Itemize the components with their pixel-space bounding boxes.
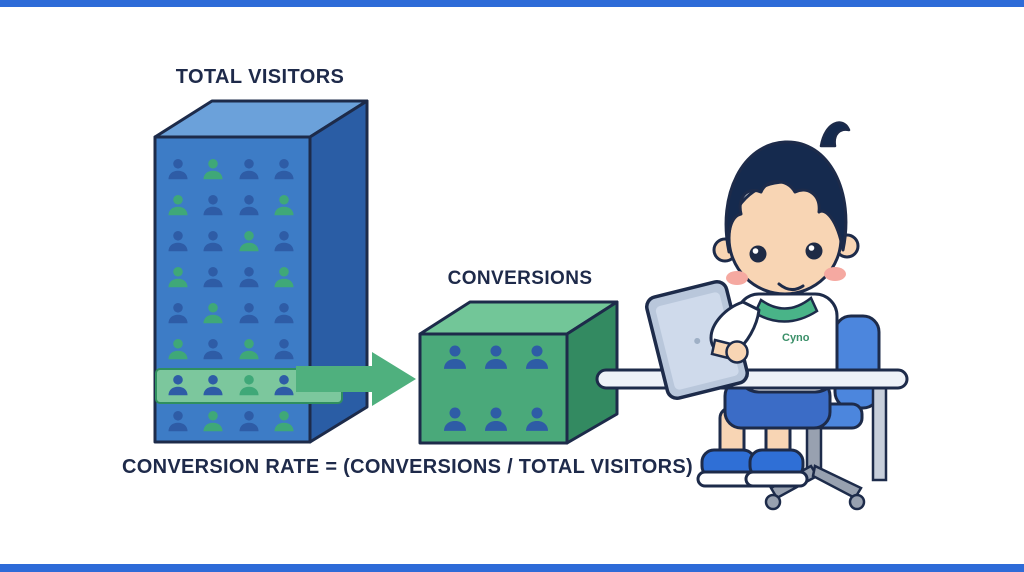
tablet [645,279,749,401]
boy-blush [726,271,748,285]
boy-shoe-sole [744,470,809,488]
person-icon [203,303,223,324]
person-icon [444,407,466,431]
person-icon [168,411,188,432]
visitors-box-front-face [153,135,312,444]
person-icon [274,303,294,324]
chair-wheel-icon [764,493,782,511]
shirt-label: Cyno [782,332,810,344]
top-accent-bar [0,0,1024,7]
person-icon [274,195,294,216]
person-icon [168,231,188,252]
person-icon [168,339,188,360]
person-icon [239,375,259,396]
visitor-row [165,264,297,292]
flow-arrow-shape [296,352,416,406]
boy-mouth [777,282,805,291]
person-icon [239,231,259,252]
person-icon [203,231,223,252]
conversion-row [440,342,552,372]
person-icon [168,159,188,180]
person-icon [168,375,188,396]
tablet-logo-icon [694,337,701,344]
bottom-accent-bar [0,564,1024,572]
formula-text: CONVERSION RATE = (CONVERSIONS / TOTAL V… [122,456,693,478]
boy-eye-highlight [808,245,815,251]
person-icon [444,345,466,369]
person-icon [203,159,223,180]
person-icon [274,375,294,396]
visitor-row [165,228,297,256]
person-icon [274,339,294,360]
boy-head [712,121,860,296]
desk-leg [871,386,888,482]
person-icon [239,267,259,288]
person-icon [239,411,259,432]
boy-eye-highlight [752,248,759,254]
conversions-label: CONVERSIONS [447,268,593,289]
person-icon [239,159,259,180]
person-icon [168,303,188,324]
boy-eye [805,242,823,260]
conversion-row [440,404,552,434]
conversions-grid [440,342,552,434]
boy-hand [725,340,749,364]
visitor-row [165,336,297,364]
chair-leg-right [811,464,863,500]
person-icon [239,303,259,324]
visitor-row [165,300,297,328]
person-icon [274,159,294,180]
person-icon [168,195,188,216]
person-icon [526,345,548,369]
visitor-row [165,156,297,184]
person-icon [203,195,223,216]
visitor-row [165,408,297,436]
chair-wheel-icon [848,493,866,511]
boy-collar [753,296,819,323]
boy-arm [709,300,761,364]
person-icon [239,339,259,360]
flow-arrow [296,352,416,406]
desk [595,368,909,390]
person-icon [203,375,223,396]
boy-illustration: Cyno [595,121,909,511]
total-visitors-box [153,99,369,444]
visitors-grid [155,156,343,436]
boy-legs [696,406,809,488]
person-icon [485,407,507,431]
boy-blush [824,267,846,281]
person-icon [274,231,294,252]
person-icon [168,267,188,288]
boy-hair [724,140,848,254]
person-icon [203,411,223,432]
person-icon [526,407,548,431]
person-icon [203,267,223,288]
boy-hair-cowlick [819,121,851,148]
visitor-row [165,192,297,220]
person-icon [274,411,294,432]
person-icon [274,267,294,288]
total-visitors-label: TOTAL VISITORS [175,66,345,88]
person-icon [203,339,223,360]
visitor-row [155,368,343,404]
person-icon [239,195,259,216]
boy-eye [749,245,767,263]
person-icon [485,345,507,369]
